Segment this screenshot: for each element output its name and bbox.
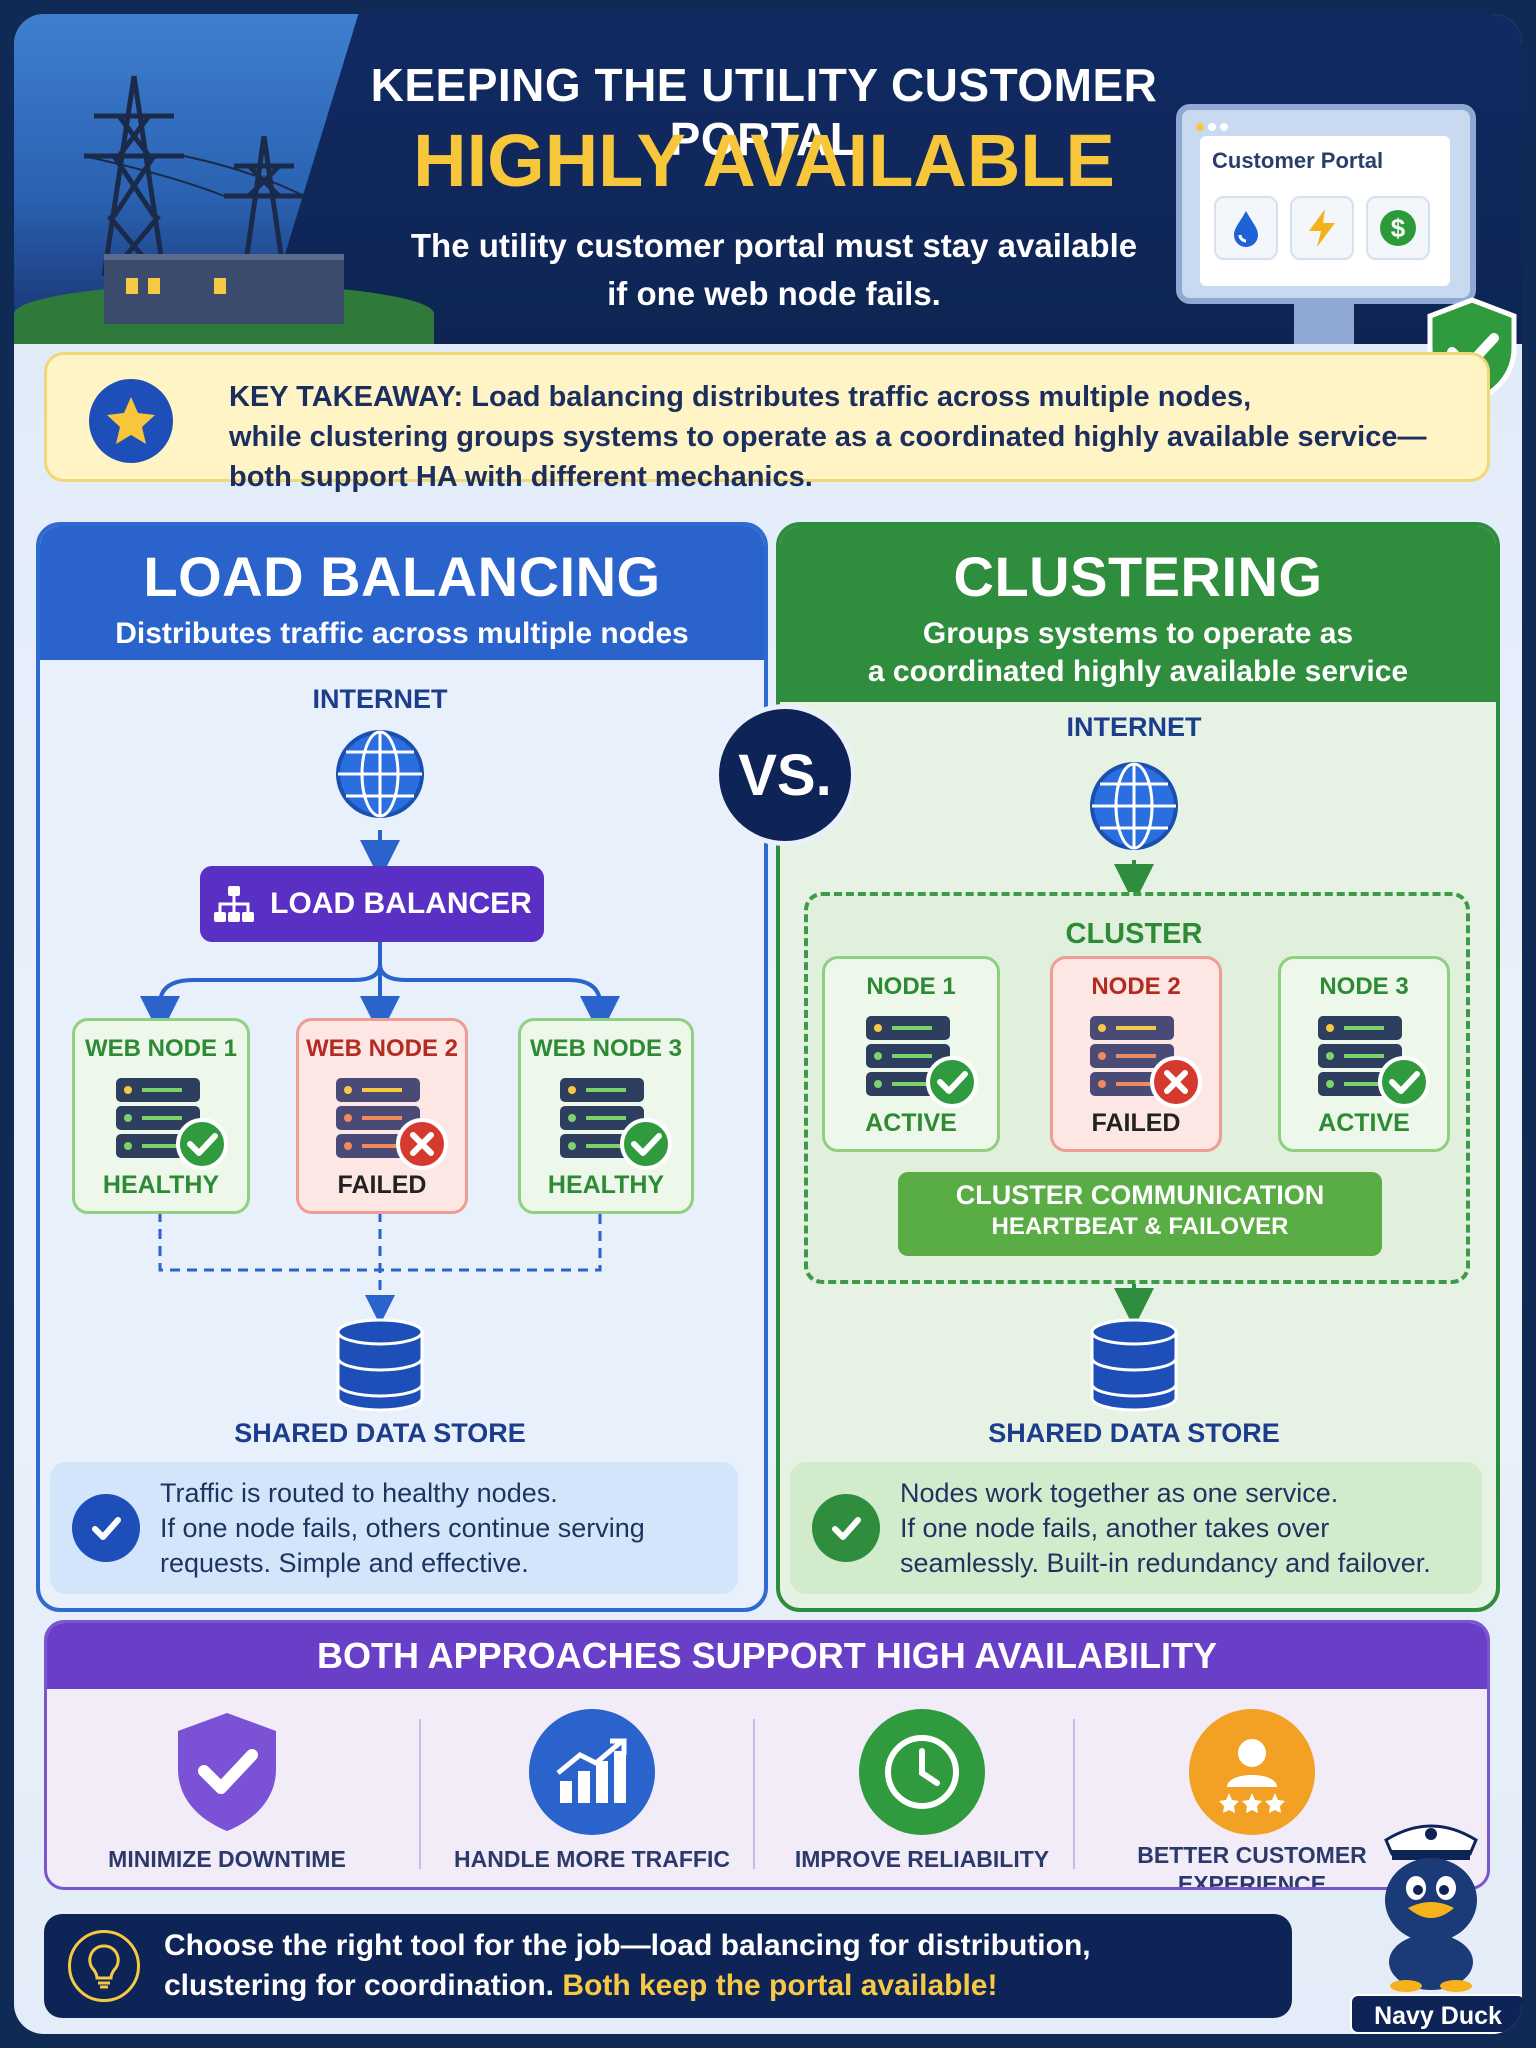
load-balancing-header: LOAD BALANCING Distributes traffic acros… [40, 526, 764, 660]
footer-text: Choose the right tool for the job—load b… [164, 1929, 1091, 2002]
benefit-minimize-downtime: MINIMIZE DOWNTIME [87, 1709, 367, 1879]
server-healthy-icon [560, 1078, 672, 1170]
server-failed-icon [336, 1078, 448, 1170]
portal-label: Customer Portal [1212, 148, 1384, 173]
water-drop-icon [1214, 196, 1278, 260]
navy-duck-mascot-icon [1384, 1824, 1478, 1992]
lightbulb-icon [68, 1930, 140, 2002]
load-balancer-label: LOAD BALANCER [270, 887, 532, 920]
benefits-section: BOTH APPROACHES SUPPORT HIGH AVAILABILIT… [44, 1620, 1490, 1890]
page-subtitle: The utility customer portal must stay av… [410, 227, 1138, 312]
page-title-line2: HIGHLY AVAILABLE [413, 119, 1115, 202]
header-banner: KEEPING THE UTILITY CUSTOMER PORTAL HIGH… [14, 14, 1522, 344]
lightning-icon [1290, 196, 1354, 260]
lb-summary-note: Traffic is routed to healthy nodes. If o… [50, 1462, 738, 1594]
clock-icon [859, 1709, 985, 1835]
benefits-title: BOTH APPROACHES SUPPORT HIGH AVAILABILIT… [47, 1623, 1487, 1689]
cl-summary-note: Nodes work together as one service. If o… [790, 1462, 1482, 1594]
infographic-frame: KEEPING THE UTILITY CUSTOMER PORTAL HIGH… [14, 14, 1522, 2034]
globe-icon [336, 730, 424, 818]
database-icon [1090, 1318, 1178, 1412]
benefit-better-customer-experience: BETTER CUSTOMER EXPERIENCE [1097, 1709, 1407, 1887]
power-tower-icon [83, 75, 305, 278]
substation-building [104, 254, 344, 324]
check-circle-icon [812, 1494, 880, 1562]
load-balancer-box: LOAD BALANCER [200, 866, 544, 942]
lb-store-label: SHARED DATA STORE [234, 1418, 526, 1448]
portal-monitor: Customer Portal $ [1176, 104, 1476, 304]
cluster-label: CLUSTER [1065, 918, 1203, 950]
vs-badge: VS. [714, 704, 856, 846]
globe-icon [1090, 762, 1178, 850]
benefit-handle-more-traffic: HANDLE MORE TRAFFIC [437, 1709, 747, 1879]
footer-banner: Choose the right tool for the job—load b… [44, 1914, 1292, 2018]
cluster-communication-bar: CLUSTER COMMUNICATION HEARTBEAT & FAILOV… [898, 1172, 1382, 1256]
mascot-label: Navy Duck [1350, 1994, 1522, 2034]
key-takeaway-text: KEY TAKEAWAY: Load balancing distributes… [229, 381, 1427, 493]
cl-store-label: SHARED DATA STORE [988, 1418, 1280, 1448]
svg-text:$: $ [1391, 213, 1406, 243]
clustering-header: CLUSTERING Groups systems to operate as … [780, 526, 1496, 702]
growth-chart-icon [529, 1709, 655, 1835]
portal-window: Customer Portal $ [1200, 136, 1450, 286]
benefit-improve-reliability: IMPROVE RELIABILITY [767, 1709, 1077, 1879]
server-healthy-icon [116, 1078, 228, 1170]
server-healthy-icon [1318, 1016, 1430, 1108]
cl-internet-label: INTERNET [1066, 712, 1202, 742]
customer-rating-icon [1189, 1709, 1315, 1835]
page-title-line1: KEEPING THE UTILITY CUSTOMER PORTAL [370, 59, 1158, 165]
server-failed-icon [1090, 1016, 1202, 1108]
web-node-2-card: WEB NODE 2 FAILED [296, 1018, 468, 1214]
key-takeaway-box: KEY TAKEAWAY: Load balancing distributes… [44, 352, 1490, 493]
lb-internet-label: INTERNET [312, 684, 448, 714]
server-healthy-icon [866, 1016, 978, 1108]
check-circle-icon [72, 1494, 140, 1562]
database-icon [336, 1318, 424, 1412]
star-icon [89, 379, 173, 463]
network-hierarchy-icon [214, 886, 255, 922]
dollar-icon: $ [1366, 196, 1430, 260]
shield-check-icon [164, 1709, 290, 1835]
